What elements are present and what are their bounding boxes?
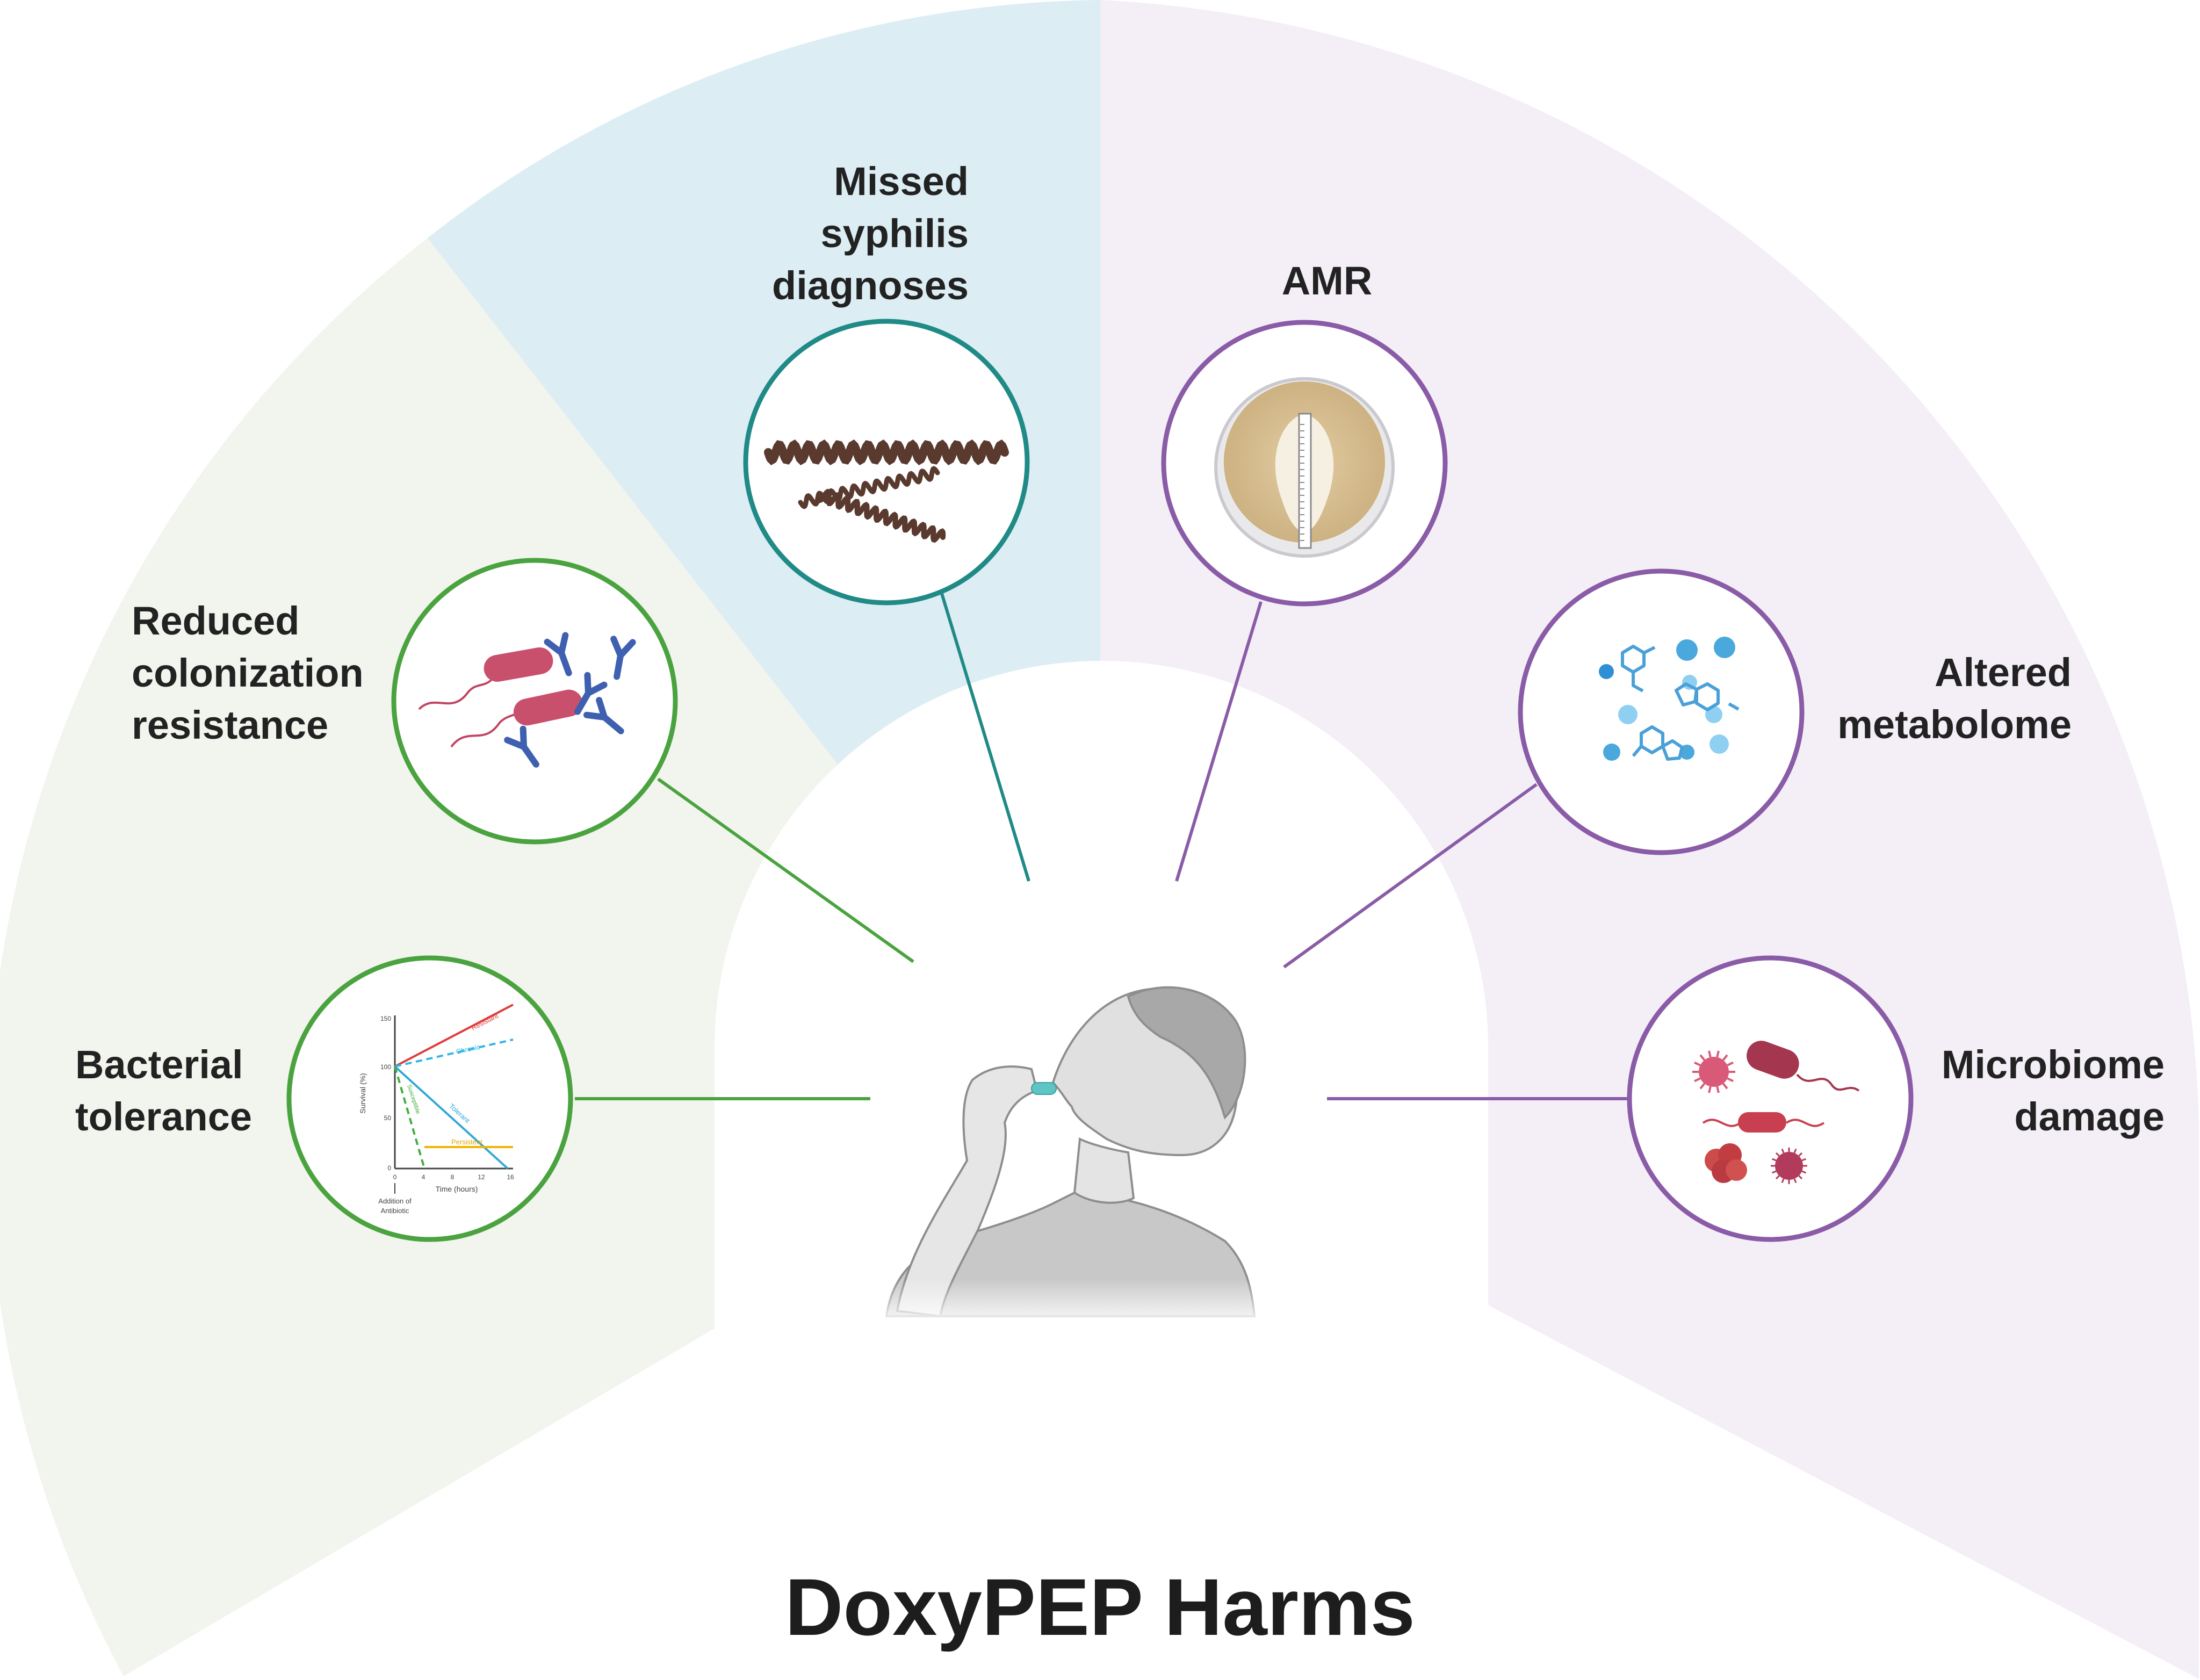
tolerance-y-tick: 100 [380,1063,391,1071]
tolerance-y-tick: 150 [380,1015,391,1022]
tolerance-x-tick: 16 [507,1173,514,1181]
etest-petri-dish-icon [1214,377,1395,558]
tolerance-y-tick: 0 [387,1164,391,1172]
label-microbiome-damage: Microbiome damage [1942,1039,2165,1143]
microbes-icon [1692,1041,1860,1184]
label-altered-metabolome: Altered metabolome [1837,646,2072,751]
tolerance-annotation: Antibiotic [381,1207,409,1215]
label-bacterial-tolerance: Bacterial tolerance [75,1039,252,1143]
altered-metabolome-circle [1518,568,1805,855]
label-line: metabolome [1837,702,2072,747]
metabolite-molecules-icon [1599,637,1740,761]
connector-altered-metabolome [1283,783,1538,969]
microbiome-damage-circle [1627,955,1914,1242]
tolerance-annotation: Addition of [378,1197,412,1205]
label-line: colonization [132,651,364,695]
green-sector [0,238,1100,1676]
missed-syphilis-circle [743,319,1030,605]
tolerance-x-tick: 12 [478,1173,485,1181]
connector-reduced-colonization [657,777,914,963]
reduced-colonization-circle [391,558,678,845]
label-line: syphilis [820,211,969,256]
curve-label-persistent: Persistent [451,1138,482,1146]
bacteria-antibody-icon [418,632,636,768]
label-line: Bacterial [75,1042,243,1087]
tolerance-x-tick: 4 [422,1173,425,1181]
amr-circle [1161,320,1448,607]
label-line: Missed [834,159,969,204]
label-reduced-colonization: Reduced colonization resistance [132,595,364,751]
bacterial-tolerance-circle: 150 100 50 0 0 4 8 12 16 Survival (%) Ti… [286,955,573,1242]
center-disc [715,661,1488,1343]
label-amr: AMR [1230,255,1424,307]
connector-missed-syphilis [939,588,1030,882]
label-line: AMR [1281,258,1373,303]
label-line: diagnoses [772,263,969,308]
spirochete-icon [764,439,1009,543]
tolerance-x-tick: 8 [451,1173,455,1181]
page-title: DoxyPEP Harms [785,1562,1415,1652]
tolerance-x-tick: 0 [393,1173,397,1181]
tolerance-xlabel: Time (hours) [436,1185,478,1193]
label-line: Altered [1935,650,2072,695]
label-line: resistance [132,703,329,747]
tolerance-ylabel: Survival (%) [358,1073,367,1113]
connector-amr [1175,601,1263,882]
bottom-white-wedge [124,1300,2199,1680]
label-line: tolerance [75,1094,253,1139]
label-missed-syphilis: Missed syphilis diagnoses [772,155,969,312]
tolerance-y-tick: 50 [384,1114,392,1122]
label-line: damage [2014,1094,2165,1139]
label-line: Reduced [132,599,300,643]
label-line: Microbiome [1941,1042,2165,1087]
person-taking-pill-icon [860,986,1343,1327]
